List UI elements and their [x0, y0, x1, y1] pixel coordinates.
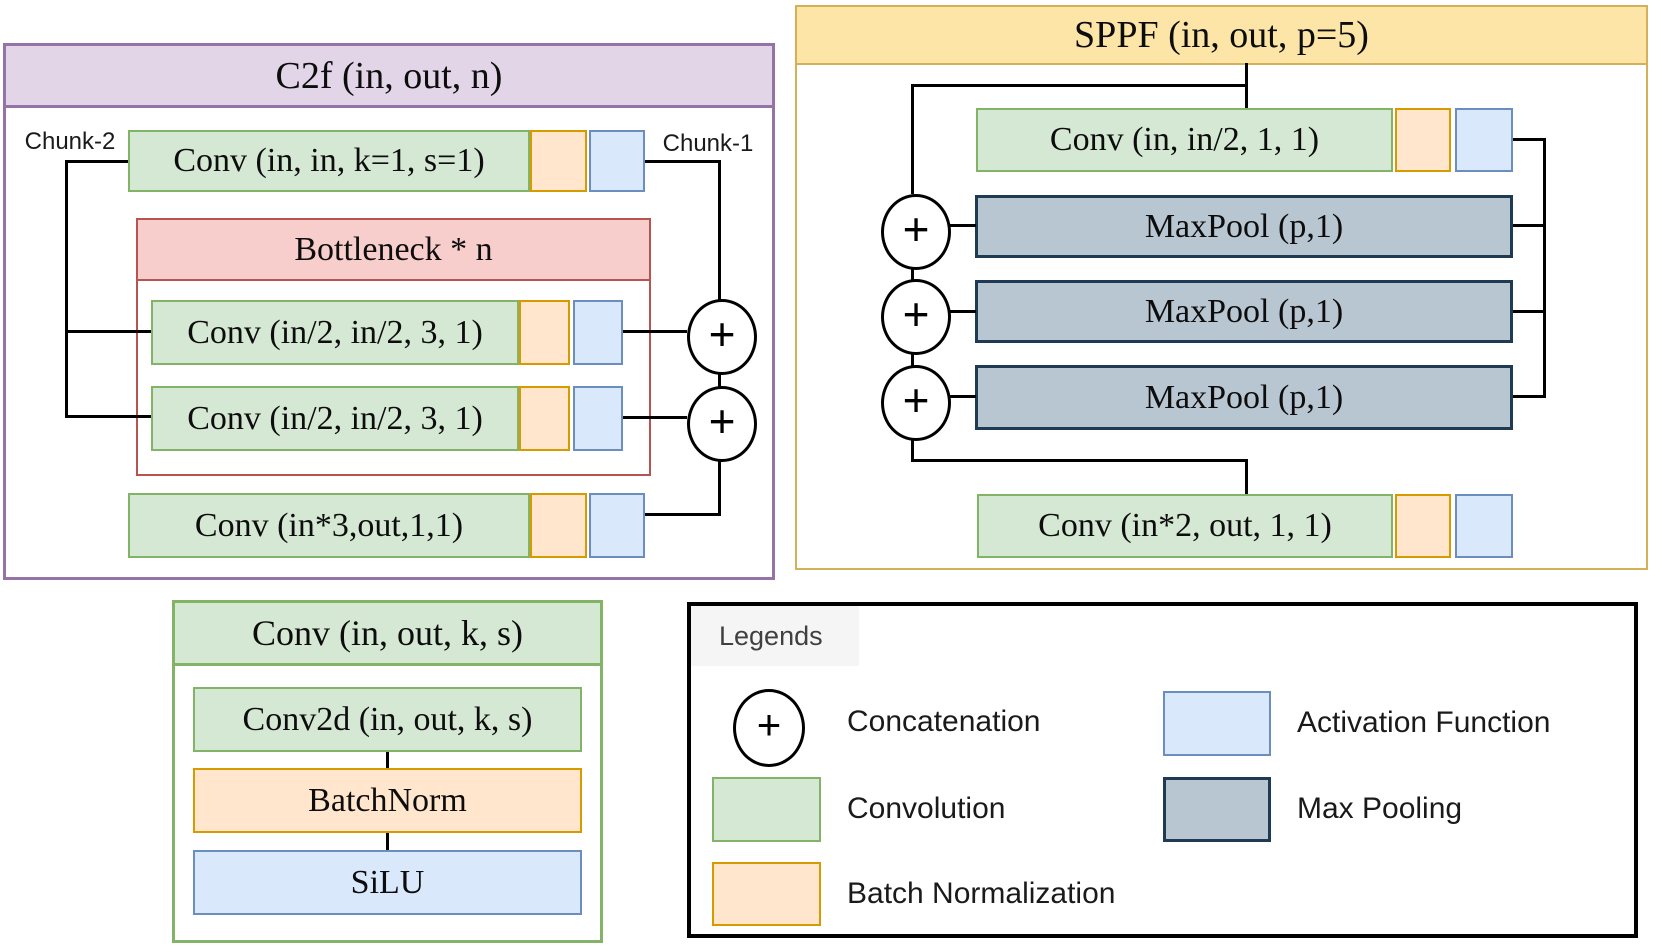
- legend-max-pooling-label: Max Pooling: [1297, 792, 1463, 825]
- activation-mini-box: [589, 130, 645, 192]
- c2f-header: C2f (in, out, n): [6, 46, 772, 108]
- connector-line: [645, 513, 721, 516]
- concat-node: +: [687, 299, 757, 375]
- sppf-header: SPPF (in, out, p=5): [797, 7, 1646, 65]
- connector-line: [645, 160, 721, 163]
- connector-line: [911, 84, 914, 194]
- connector-line: [911, 427, 914, 462]
- batchnorm-mini-box: [1395, 108, 1451, 172]
- bottleneck-conv2-label: Conv (in/2, in/2, 3, 1): [187, 399, 483, 437]
- legend-activation-function-label: Activation Function: [1297, 706, 1551, 739]
- connector-line: [1543, 138, 1546, 398]
- sppf-maxpool3-box: MaxPool (p,1): [975, 365, 1513, 430]
- c2f-conv-out-label: Conv (in*3,out,1,1): [194, 506, 464, 544]
- concat-node: +: [881, 279, 951, 355]
- activation-mini-box: [589, 493, 645, 558]
- connector-line: [944, 224, 976, 227]
- connector-line: [913, 84, 1247, 87]
- connector-line: [623, 416, 687, 419]
- connector-line: [623, 330, 687, 333]
- legends-title: Legends: [719, 620, 823, 651]
- connector-line: [911, 459, 1248, 462]
- sppf-maxpool1-label: MaxPool (p,1): [1144, 207, 1344, 245]
- sppf-conv-out-box: Conv (in*2, out, 1, 1): [977, 494, 1393, 558]
- legends-panel: Legends + Concatenation Convolution Batc…: [687, 602, 1638, 938]
- plus-icon: +: [708, 395, 736, 447]
- conv2d-label: Conv2d (in, out, k, s): [242, 700, 533, 738]
- connector-line: [1513, 395, 1545, 398]
- bottleneck-conv2-box: Conv (in/2, in/2, 3, 1): [151, 386, 519, 451]
- batch-normalization-legend-swatch: [712, 862, 821, 926]
- conv2d-box: Conv2d (in, out, k, s): [193, 687, 582, 752]
- legends-tab: Legends: [691, 606, 859, 666]
- legend-batch-normalization-label: Batch Normalization: [847, 877, 1116, 910]
- silu-box: SiLU: [193, 850, 582, 915]
- max-pooling-legend-swatch: [1163, 777, 1271, 842]
- connector-line: [1513, 224, 1545, 227]
- concat-node: +: [687, 386, 757, 462]
- sppf-maxpool1-box: MaxPool (p,1): [975, 195, 1513, 258]
- sppf-maxpool2-label: MaxPool (p,1): [1144, 292, 1344, 330]
- convolution-legend-swatch: [712, 777, 821, 842]
- plus-icon: +: [902, 288, 930, 340]
- connector-line: [718, 448, 721, 516]
- chunk-2-label: Chunk-2: [24, 128, 116, 155]
- connector-line: [66, 160, 128, 163]
- legend-convolution-label: Convolution: [847, 792, 1006, 825]
- batchnorm-label: BatchNorm: [308, 781, 467, 819]
- connector-line: [944, 395, 976, 398]
- silu-label: SiLU: [350, 863, 425, 901]
- batchnorm-box: BatchNorm: [193, 768, 582, 833]
- sppf-title: SPPF (in, out, p=5): [1074, 14, 1369, 56]
- connector-line: [1513, 310, 1545, 313]
- c2f-conv-top-label: Conv (in, in, k=1, s=1): [173, 142, 485, 179]
- connector-line: [66, 330, 151, 333]
- plus-icon: +: [902, 374, 930, 426]
- activation-mini-box: [573, 386, 623, 451]
- conv-block-title: Conv (in, out, k, s): [251, 613, 523, 653]
- connector-line: [386, 833, 389, 850]
- sppf-conv-in-label: Conv (in, in/2, 1, 1): [1049, 121, 1320, 158]
- c2f-conv-out-box: Conv (in*3,out,1,1): [128, 493, 530, 558]
- bottleneck-header: Bottleneck * n: [138, 220, 649, 281]
- c2f-title: C2f (in, out, n): [275, 54, 503, 97]
- connector-line: [66, 415, 151, 418]
- chunk-1-label: Chunk-1: [662, 130, 754, 157]
- batchnorm-mini-box: [530, 493, 587, 558]
- connector-line: [65, 160, 68, 418]
- connector-line: [718, 160, 721, 300]
- batchnorm-mini-box: [519, 386, 570, 451]
- bottleneck-conv1-box: Conv (in/2, in/2, 3, 1): [151, 300, 519, 365]
- batchnorm-mini-box: [519, 300, 570, 365]
- bottleneck-conv1-label: Conv (in/2, in/2, 3, 1): [187, 313, 483, 351]
- activation-mini-box: [1455, 108, 1513, 172]
- connector-line: [386, 752, 389, 768]
- plus-icon: +: [902, 203, 930, 255]
- connector-line: [1245, 459, 1248, 494]
- plus-icon: +: [756, 701, 782, 748]
- activation-mini-box: [573, 300, 623, 365]
- concat-node: +: [881, 194, 951, 270]
- conv-block-header: Conv (in, out, k, s): [175, 603, 600, 666]
- activation-function-legend-swatch: [1163, 691, 1271, 756]
- bottleneck-title: Bottleneck * n: [294, 230, 493, 268]
- activation-mini-box: [1455, 494, 1513, 558]
- batchnorm-mini-box: [1395, 494, 1451, 558]
- sppf-conv-in-box: Conv (in, in/2, 1, 1): [976, 108, 1393, 172]
- connector-line: [1513, 138, 1546, 141]
- sppf-conv-out-label: Conv (in*2, out, 1, 1): [1038, 507, 1332, 544]
- sppf-maxpool3-label: MaxPool (p,1): [1144, 378, 1344, 416]
- legend-concatenation-label: Concatenation: [847, 705, 1041, 738]
- concat-node: +: [881, 365, 951, 441]
- batchnorm-mini-box: [530, 130, 587, 192]
- concat-legend-icon: +: [733, 689, 805, 767]
- plus-icon: +: [708, 308, 736, 360]
- connector-line: [944, 310, 976, 313]
- sppf-maxpool2-box: MaxPool (p,1): [975, 280, 1513, 343]
- c2f-conv-top-box: Conv (in, in, k=1, s=1): [128, 130, 530, 192]
